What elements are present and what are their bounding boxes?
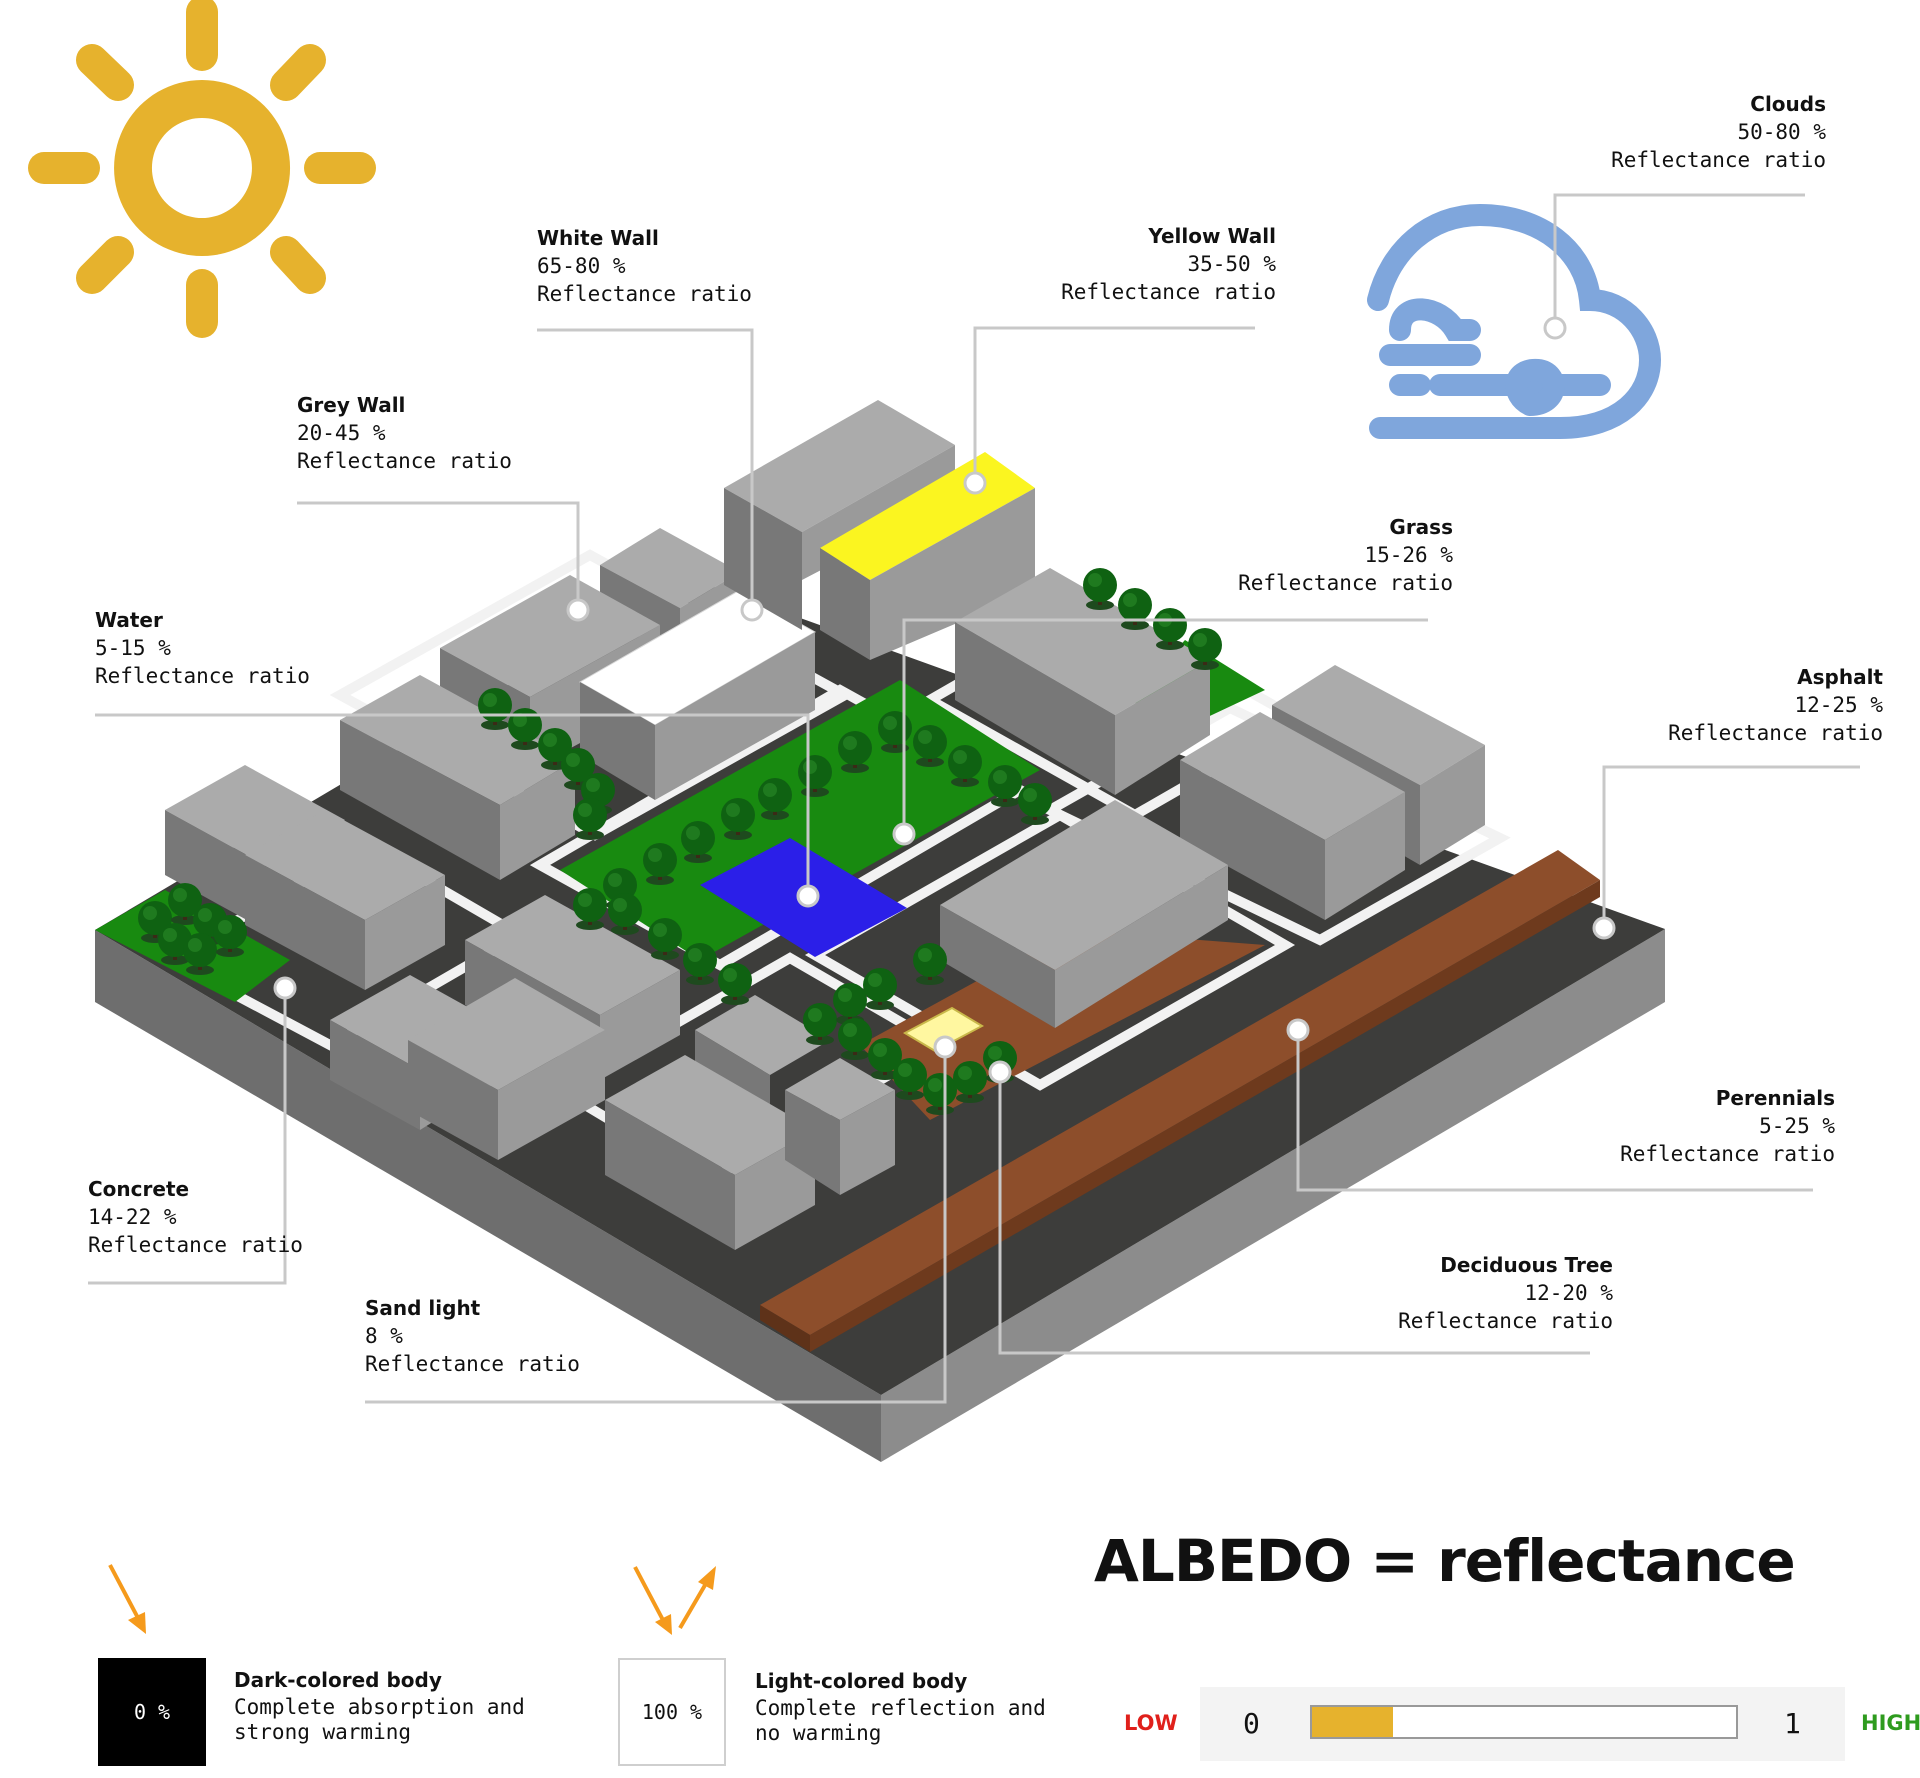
callout-lines [88, 193, 1860, 1404]
label-value: 14-22 % [88, 1205, 177, 1229]
albedo-scale-fill [1312, 1707, 1393, 1737]
label-value: 35-50 % [1187, 252, 1276, 276]
label-perennials: Perennials 5-25 % Reflectance ratio [1620, 1084, 1835, 1168]
cloud-icon [1367, 203, 1662, 439]
label-name: Grey Wall [297, 393, 406, 417]
label-value: 15-26 % [1364, 543, 1453, 567]
dark-body-swatch: 0 % [98, 1658, 206, 1766]
label-caption: Reflectance ratio [88, 1233, 303, 1257]
label-grass: Grass 15-26 % Reflectance ratio [1238, 513, 1453, 597]
label-yellow-wall: Yellow Wall 35-50 % Reflectance ratio [1061, 222, 1276, 306]
sunlight-reflected-arrow-icon [633, 1566, 716, 1635]
label-name: Sand light [365, 1296, 481, 1320]
dark-body-heading: Dark-colored body [234, 1668, 442, 1692]
label-caption: Reflectance ratio [95, 664, 310, 688]
label-name: Deciduous Tree [1440, 1253, 1613, 1277]
label-value: 5-25 % [1759, 1114, 1835, 1138]
scale-max-value: 1 [1784, 1707, 1801, 1740]
label-deciduous-tree: Deciduous Tree 12-20 % Reflectance ratio [1398, 1251, 1613, 1335]
light-body-line2: no warming [755, 1721, 882, 1745]
label-value: 12-25 % [1794, 693, 1883, 717]
label-sand-light: Sand light 8 % Reflectance ratio [365, 1294, 580, 1378]
label-name: Perennials [1715, 1086, 1835, 1110]
label-grey-wall: Grey Wall 20-45 % Reflectance ratio [297, 391, 512, 475]
label-caption: Reflectance ratio [1238, 571, 1453, 595]
label-name: Yellow Wall [1148, 224, 1276, 248]
callout-dots [273, 316, 1616, 1084]
light-body-heading: Light-colored body [755, 1669, 968, 1693]
label-caption: Reflectance ratio [365, 1352, 580, 1376]
label-caption: Reflectance ratio [1668, 721, 1883, 745]
label-name: Grass [1389, 515, 1453, 539]
light-body-line1: Complete reflection and [755, 1696, 1046, 1720]
scale-low-label: LOW [1124, 1711, 1178, 1735]
light-body-description: Light-colored body Complete reflection a… [755, 1669, 1046, 1746]
label-caption: Reflectance ratio [1620, 1142, 1835, 1166]
label-name: White Wall [537, 226, 659, 250]
buildings [165, 400, 1485, 1250]
label-name: Water [95, 608, 163, 632]
label-value: 12-20 % [1524, 1281, 1613, 1305]
scale-high-label: HIGH [1861, 1711, 1920, 1735]
label-water: Water 5-15 % Reflectance ratio [95, 606, 310, 690]
label-clouds: Clouds 50-80 % Reflectance ratio [1611, 90, 1826, 174]
label-value: 5-15 % [95, 636, 171, 660]
label-value: 8 % [365, 1324, 403, 1348]
scale-min-value: 0 [1243, 1707, 1260, 1740]
label-caption: Reflectance ratio [1061, 280, 1276, 304]
label-value: 65-80 % [537, 254, 626, 278]
dark-body-description: Dark-colored body Complete absorption an… [234, 1668, 525, 1745]
label-name: Clouds [1750, 92, 1826, 116]
sun-icon [28, 0, 376, 338]
dark-body-line2: strong warming [234, 1720, 412, 1744]
label-value: 50-80 % [1737, 120, 1826, 144]
label-concrete: Concrete 14-22 % Reflectance ratio [88, 1175, 303, 1259]
label-caption: Reflectance ratio [1398, 1309, 1613, 1333]
albedo-scale-bar [1310, 1705, 1738, 1739]
label-value: 20-45 % [297, 421, 386, 445]
label-caption: Reflectance ratio [1611, 148, 1826, 172]
label-name: Concrete [88, 1177, 190, 1201]
dark-body-line1: Complete absorption and [234, 1695, 525, 1719]
label-asphalt: Asphalt 12-25 % Reflectance ratio [1668, 663, 1883, 747]
label-caption: Reflectance ratio [537, 282, 752, 306]
label-caption: Reflectance ratio [297, 449, 512, 473]
sunlight-absorbed-arrow-icon [108, 1564, 146, 1634]
label-white-wall: White Wall 65-80 % Reflectance ratio [537, 224, 752, 308]
albedo-title: ALBEDO = reflectance [1094, 1527, 1796, 1595]
light-body-swatch: 100 % [618, 1658, 726, 1766]
label-name: Asphalt [1797, 665, 1883, 689]
